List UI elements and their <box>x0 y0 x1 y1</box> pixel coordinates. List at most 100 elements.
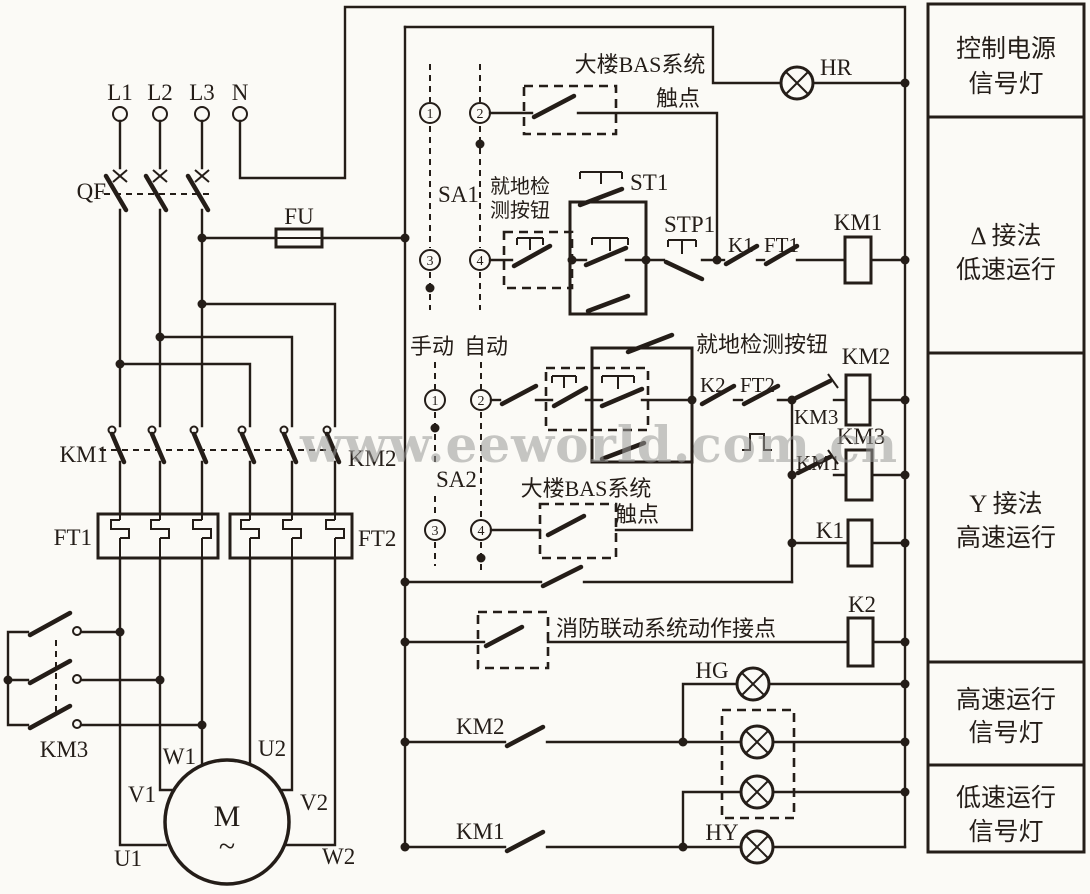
km3-nc-contact: KM3 <box>793 373 848 429</box>
middle-lamp-branch <box>681 708 910 849</box>
km2-coil: KM2 <box>842 344 910 427</box>
ft1-contact-label: FT1 <box>764 233 799 257</box>
k1-contact: K1 <box>715 233 760 267</box>
motor-terminal-w1: W1 <box>163 744 196 769</box>
km1-nc-contact-label: KM1 <box>796 451 840 475</box>
local-test2-dashed-box <box>544 366 650 432</box>
neutral-rail-wire <box>238 5 907 849</box>
km3-nc-contact-label: KM3 <box>794 405 838 429</box>
selector-sa2: 1 2 3 4 SA2 <box>424 362 492 572</box>
breaker-qf-label: QF <box>77 179 106 204</box>
motor-terminal-u2: U2 <box>258 736 286 761</box>
terminal-n-label: N <box>232 80 249 105</box>
stp1-label: STP1 <box>664 212 715 237</box>
local-test2-button-assembly <box>584 332 694 464</box>
legend-0-line1: 控制电源 <box>956 35 1056 63</box>
legend-1-line2: 低速运行 <box>956 256 1056 284</box>
manual-label: 手动 <box>410 334 454 359</box>
main-contactor-km2: KM2 <box>100 425 397 516</box>
control-section: HR 1 2 3 4 SA1 大楼BAS系统 触点 就 <box>400 25 910 865</box>
motor-terminal-v2: V2 <box>300 790 328 815</box>
star-contactor-km3: KM3 <box>3 610 207 762</box>
motor-terminal-v1: V1 <box>128 782 156 807</box>
k2-contact-label: K2 <box>700 373 726 397</box>
bas-contact-bottom: 大楼BAS系统 触点 <box>489 460 694 560</box>
motor-leads <box>118 556 337 847</box>
k2-coil-label: K2 <box>848 592 876 617</box>
sa2-pin-1: 1 <box>432 394 439 409</box>
main-km2-label: KM2 <box>348 446 397 471</box>
motor-terminal-w2: W2 <box>322 844 355 869</box>
power-section: L1 L2 L3 N QF FU <box>3 5 907 886</box>
motor: M ~ U1 V1 W1 U2 V2 W2 <box>114 736 355 886</box>
legend-section-high-lamp: 高速运行 信号灯 <box>956 686 1056 747</box>
phase-wires <box>115 208 337 428</box>
st1-label: ST1 <box>630 170 668 195</box>
legend-3-line2: 信号灯 <box>968 719 1043 747</box>
fuse-fu-label: FU <box>284 204 314 229</box>
km2-coil-label: KM2 <box>842 344 891 369</box>
hg-lamp-branch: HG <box>681 658 910 744</box>
stp1-button: STP1 <box>644 212 722 282</box>
breaker-qf: QF <box>77 119 214 213</box>
local-test1-label-line1: 就地检 <box>490 175 550 198</box>
km1-coil-label: KM1 <box>834 210 883 235</box>
sa1-pin-3: 3 <box>427 254 434 269</box>
legend-2-line2: 高速运行 <box>956 524 1056 552</box>
motor-symbol: M <box>214 800 241 833</box>
overload-ft2-label: FT2 <box>358 526 396 551</box>
km1-coil: KM1 <box>795 210 910 285</box>
km3-coil-row: KM1 KM3 <box>787 424 910 502</box>
hr-branch-wire <box>403 25 907 85</box>
km3-coil-label: KM3 <box>837 424 886 449</box>
low-speed-row: 就地检 测按钮 ST1 <box>488 170 910 316</box>
bas-contact-top: 大楼BAS系统 触点 <box>488 52 719 262</box>
legend-4-line2: 信号灯 <box>968 818 1043 846</box>
sa2-pin-2: 2 <box>478 394 485 409</box>
legend-section-control-power: 控制电源 信号灯 <box>956 35 1056 98</box>
fire-linkage-row: 消防联动系统动作接点 K2 <box>400 592 910 670</box>
overload-ft2: FT2 <box>228 512 396 560</box>
overload-ft1: FT1 <box>54 512 220 560</box>
local-test1-dashed-box <box>502 230 574 290</box>
k1-coil-row: K1 <box>787 518 910 568</box>
sa2-pin-4: 4 <box>478 524 485 539</box>
star-km3-label: KM3 <box>40 737 89 762</box>
km2-aux-label: KM2 <box>456 714 505 739</box>
k2-contact: K2 <box>699 373 737 407</box>
legend-section-delta-low: Δ 接法 低速运行 <box>956 222 1056 284</box>
bas-bottom-label-line2: 触点 <box>615 502 659 527</box>
sa1-pin-1: 1 <box>427 107 434 122</box>
local-test1-label-line2: 测按钮 <box>490 199 550 222</box>
main-contactor-km1: KM1 <box>59 425 209 516</box>
st1-button-assembly: ST1 <box>568 170 668 316</box>
bas-top-label-line1: 大楼BAS系统 <box>575 52 706 77</box>
legend-3-line1: 高速运行 <box>956 686 1056 714</box>
hr-lamp-label: HR <box>820 55 853 80</box>
km2-aux-row: KM2 <box>400 714 910 760</box>
ft2-contact: FT2 <box>732 373 781 451</box>
hg-lamp-label: HG <box>695 658 728 683</box>
terminal-l2-label: L2 <box>147 80 173 105</box>
breaker-x-marks <box>112 169 210 183</box>
legend-panel: 控制电源 信号灯 Δ 接法 低速运行 Y 接法 高速运行 高速运行 信号灯 低速… <box>926 2 1086 854</box>
auto-label: 自动 <box>464 334 508 359</box>
sa2-label: SA2 <box>436 467 477 492</box>
motor-terminal-u1: U1 <box>114 846 142 871</box>
legend-section-low-lamp: 低速运行 信号灯 <box>956 784 1056 846</box>
terminal-l1-label: L1 <box>107 80 133 105</box>
legend-section-y-high: Y 接法 高速运行 <box>956 490 1056 552</box>
legend-4-line1: 低速运行 <box>956 784 1056 812</box>
km1-aux-label: KM1 <box>456 819 505 844</box>
fire-linkage-label: 消防联动系统动作接点 <box>556 616 776 641</box>
km1-aux-row: KM1 HY <box>400 819 907 865</box>
aux-contact-row <box>400 564 794 589</box>
motor-ac-symbol: ~ <box>219 830 235 863</box>
overload-ft1-label: FT1 <box>54 525 92 550</box>
fuse-fu: FU <box>200 204 407 249</box>
legend-2-line1: Y 接法 <box>969 490 1042 518</box>
sa1-pin-2: 2 <box>477 107 484 122</box>
bas-top-label-line2: 触点 <box>656 86 700 111</box>
hy-lamp-label: HY <box>705 820 739 845</box>
